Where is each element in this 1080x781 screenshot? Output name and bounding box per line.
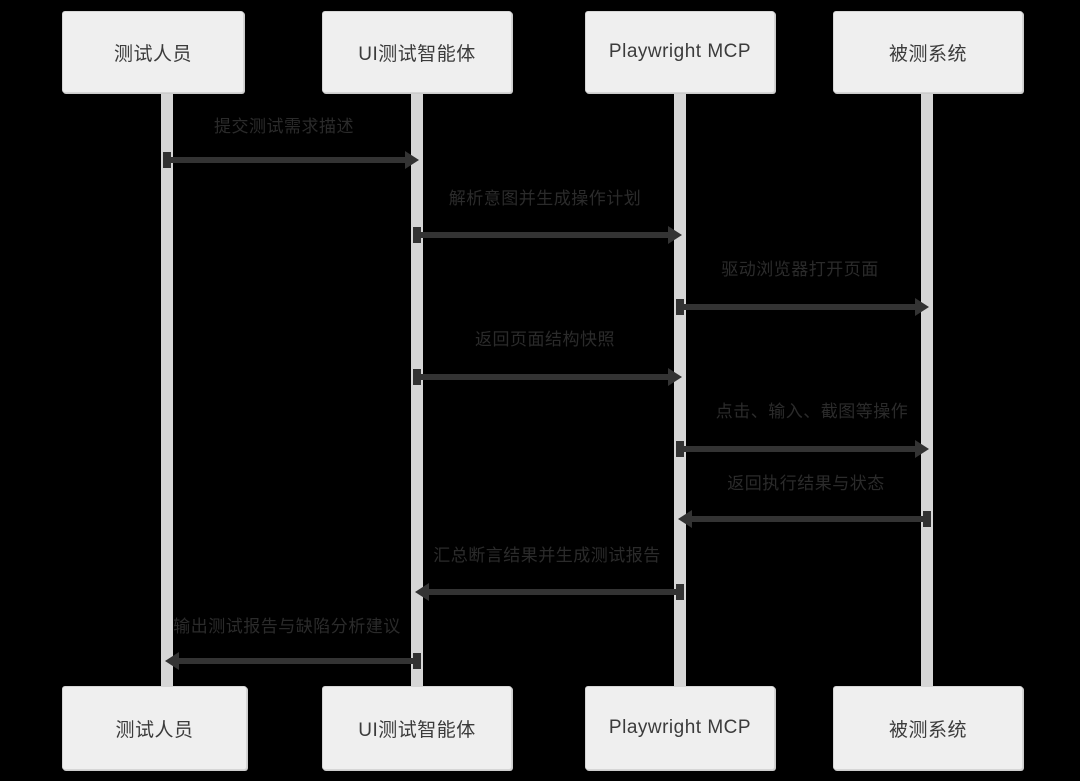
- participant-label: Playwright MCP: [608, 717, 752, 738]
- message-arrowhead-7: [415, 583, 429, 601]
- participant-box-top-3: 被测系统: [833, 11, 1023, 93]
- message-arrowhead-6: [678, 510, 692, 528]
- participant-label: 测试人员: [115, 719, 194, 741]
- message-line-6: [683, 516, 924, 522]
- message-label-4: 返回页面结构快照: [475, 330, 615, 349]
- message-tail-3: [676, 299, 684, 315]
- message-line-8: [170, 658, 414, 664]
- message-label-6: 返回执行结果与状态: [727, 474, 885, 493]
- participant-box-top-2: Playwright MCP: [585, 11, 775, 93]
- participant-box-top-0: 测试人员: [62, 11, 244, 93]
- message-line-7: [420, 589, 677, 595]
- message-label-3: 驱动浏览器打开页面: [721, 260, 879, 279]
- participant-box-bottom-2: Playwright MCP: [585, 686, 775, 770]
- participant-label: UI测试智能体: [358, 719, 476, 741]
- lifeline-tester: [161, 93, 173, 686]
- message-label-7: 汇总断言结果并生成测试报告: [433, 546, 661, 565]
- lifeline-sut: [921, 93, 933, 686]
- message-label-5: 点击、输入、截图等操作: [715, 402, 909, 421]
- message-arrowhead-8: [165, 652, 179, 670]
- message-arrowhead-5: [915, 440, 929, 458]
- participant-label: Playwright MCP: [608, 41, 752, 62]
- message-arrowhead-2: [668, 226, 682, 244]
- message-line-1: [170, 157, 414, 163]
- message-tail-2: [413, 227, 421, 243]
- message-tail-6: [923, 511, 931, 527]
- message-tail-8: [413, 653, 421, 669]
- message-tail-1: [163, 152, 171, 168]
- message-line-2: [420, 232, 677, 238]
- message-tail-5: [676, 441, 684, 457]
- message-line-4: [420, 374, 677, 380]
- message-label-8: 输出测试报告与缺陷分析建议: [173, 617, 401, 636]
- message-arrowhead-4: [668, 368, 682, 386]
- message-tail-4: [413, 369, 421, 385]
- message-arrowhead-3: [915, 298, 929, 316]
- participant-box-bottom-0: 测试人员: [62, 686, 247, 770]
- participant-label: 测试人员: [113, 43, 192, 65]
- message-line-5: [683, 446, 924, 452]
- participant-label: 被测系统: [888, 719, 967, 741]
- participant-box-top-1: UI测试智能体: [322, 11, 512, 93]
- message-arrowhead-1: [405, 151, 419, 169]
- message-line-3: [683, 304, 924, 310]
- participant-box-bottom-1: UI测试智能体: [322, 686, 512, 770]
- message-label-1: 提交测试需求描述: [214, 117, 354, 136]
- message-tail-7: [676, 584, 684, 600]
- participant-label: UI测试智能体: [358, 43, 476, 65]
- participant-label: 被测系统: [888, 43, 967, 65]
- participant-box-bottom-3: 被测系统: [833, 686, 1023, 770]
- message-label-2: 解析意图并生成操作计划: [448, 189, 642, 208]
